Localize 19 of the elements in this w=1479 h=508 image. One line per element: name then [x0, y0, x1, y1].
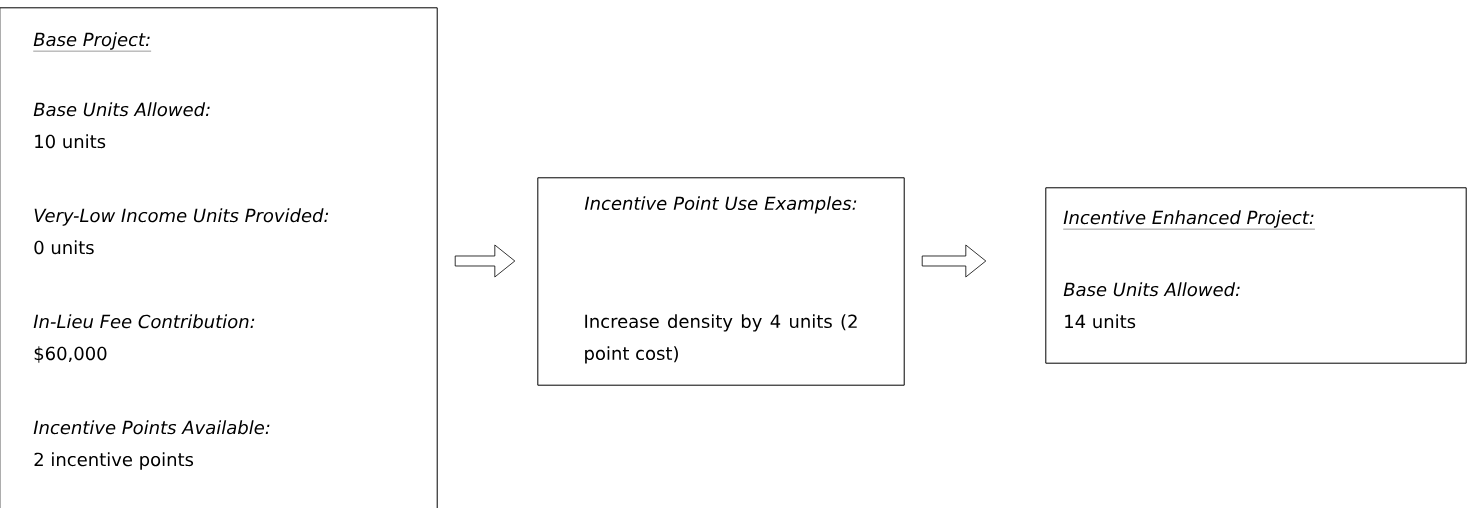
text-box: [1045, 187, 1467, 364]
heading-text: Incentive Enhanced Project:: [1063, 210, 1316, 230]
value-text: 2 incentive points: [34, 452, 194, 470]
label-text: In-Lieu Fee Contribution:: [33, 314, 255, 329]
label-text: Incentive Points Available:: [33, 420, 270, 435]
label-text: Base Units Allowed:: [1063, 282, 1240, 297]
value-text: $60,000: [34, 346, 107, 363]
heading-text: Incentive Point Use Examples:: [584, 196, 857, 214]
heading-text: Base Project:: [33, 32, 152, 52]
text-box: [537, 177, 905, 386]
block-arrow: [921, 244, 987, 278]
label-text: Base Units Allowed:: [33, 102, 210, 117]
value-text: 0 units: [34, 240, 94, 255]
body-text: Increase density by 4 units (2 point cost): [585, 314, 857, 364]
label-text: Very-Low Income Units Provided:: [34, 208, 329, 226]
text-box: [0, 7, 438, 508]
value-text: 10 units: [35, 134, 106, 149]
value-text: 14 units: [1065, 314, 1136, 329]
block-arrow: [454, 244, 516, 278]
